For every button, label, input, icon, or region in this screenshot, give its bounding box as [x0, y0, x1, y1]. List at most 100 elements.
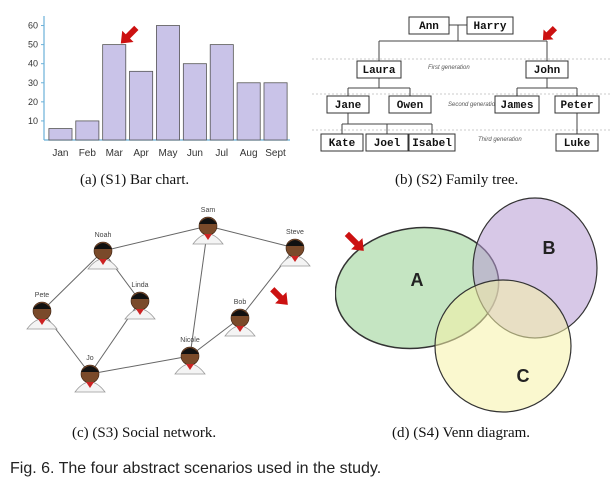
family-tree: First generation Second generation Third…: [312, 16, 612, 152]
person-noah: Noah: [87, 232, 119, 270]
tree-node-joel: Joel: [365, 133, 409, 152]
person-jo: Jo: [74, 355, 106, 393]
bar: [102, 44, 127, 141]
x-tick-label: Jul: [215, 148, 228, 159]
caption-bar-chart: (a) (S1) Bar chart.: [80, 172, 190, 188]
svg-text:Luke: Luke: [564, 138, 591, 150]
venn-set-c: [434, 279, 572, 413]
tree-node-john: John: [525, 60, 569, 79]
bar: [48, 128, 73, 141]
person-name-label: Noah: [95, 232, 112, 239]
person-hair-icon: [94, 243, 112, 249]
person-sam: Sam: [192, 207, 224, 245]
person-tie-icon: [99, 259, 107, 265]
generation-label-first: First generation: [428, 65, 470, 71]
svg-text:Owen: Owen: [397, 100, 423, 112]
tree-node-luke: Luke: [555, 133, 599, 152]
person-name-label: Bob: [234, 299, 247, 306]
svg-text:Harry: Harry: [473, 21, 506, 33]
person-tie-icon: [86, 382, 94, 388]
svg-text:Kate: Kate: [329, 138, 356, 150]
network-edge: [189, 225, 209, 357]
person-steve: Steve: [279, 229, 311, 267]
person-name-label: Linda: [131, 282, 148, 289]
network-edge: [41, 250, 104, 312]
bar: [209, 44, 234, 141]
person-tie-icon: [38, 319, 46, 325]
venn-panel: A B C: [334, 196, 610, 416]
svg-text:Isabel: Isabel: [412, 138, 452, 150]
svg-text:Laura: Laura: [362, 65, 395, 77]
bar: [236, 82, 261, 141]
person-hair-icon: [231, 310, 249, 316]
highlight-arrow-icon: [120, 25, 139, 44]
caption-family-tree: (b) (S2) Family tree.: [395, 172, 519, 188]
svg-text:Ann: Ann: [419, 21, 439, 33]
tree-node-kate: Kate: [320, 133, 364, 152]
tree-node-harry: Harry: [466, 16, 514, 35]
bar: [129, 70, 154, 141]
highlight-arrow-icon: [344, 231, 364, 251]
person-name-label: Pete: [35, 292, 50, 299]
network-edge: [102, 225, 209, 252]
bar: [263, 82, 288, 141]
caption-social-network: (c) (S3) Social network.: [72, 425, 217, 441]
x-tick-label: Feb: [79, 148, 97, 159]
y-tick-label: 20: [28, 97, 38, 107]
person-tie-icon: [186, 364, 194, 370]
network-edge: [239, 247, 296, 319]
highlight-arrow-icon: [270, 287, 288, 305]
person-tie-icon: [291, 256, 299, 262]
x-tick-label: Aug: [240, 148, 258, 159]
svg-text:Peter: Peter: [560, 100, 593, 112]
figure-caption: Fig. 6. The four abstract scenarios used…: [10, 460, 382, 477]
venn-label-b: B: [543, 238, 556, 258]
x-tick-label: Mar: [106, 148, 124, 159]
y-tick-label: 60: [28, 21, 38, 31]
person-hair-icon: [181, 348, 199, 354]
person-pete: Pete: [26, 292, 58, 330]
svg-text:James: James: [500, 100, 533, 112]
tree-connectors: [341, 24, 578, 134]
person-hair-icon: [286, 240, 304, 246]
bar: [156, 25, 180, 141]
venn-diagram: A B C: [334, 197, 598, 413]
person-hair-icon: [131, 293, 149, 299]
svg-text:Jane: Jane: [335, 100, 362, 112]
person-linda: Linda: [124, 282, 156, 320]
network-edge: [207, 225, 296, 249]
x-tick-label: May: [159, 148, 178, 159]
highlight-arrow-icon: [542, 25, 558, 41]
tree-node-laura: Laura: [356, 60, 402, 79]
x-tick-label: Jan: [52, 148, 68, 159]
x-tick-label: Sept: [265, 148, 286, 159]
y-tick-label: 50: [28, 40, 38, 50]
venn-label-c: C: [517, 366, 530, 386]
person-name-label: Nicole: [180, 337, 200, 344]
y-tick-label: 40: [28, 59, 38, 69]
caption-venn-diagram: (d) (S4) Venn diagram.: [392, 425, 531, 441]
network-edge: [89, 355, 191, 375]
svg-text:Joel: Joel: [374, 138, 401, 150]
family-tree-panel: First generation Second generation Third…: [312, 6, 612, 166]
person-hair-icon: [33, 303, 51, 309]
generation-label-second: Second generation: [448, 102, 499, 108]
tree-node-owen: Owen: [388, 95, 432, 114]
generation-label-third: Third generation: [478, 137, 522, 143]
person-tie-icon: [136, 309, 144, 315]
person-nicole: Nicole: [174, 337, 206, 375]
network-edge: [41, 310, 91, 375]
person-bob: Bob: [224, 299, 256, 337]
x-tick-label: Apr: [133, 148, 149, 159]
bar: [182, 63, 207, 141]
tree-node-isabel: Isabel: [408, 133, 456, 152]
tree-node-jane: Jane: [326, 95, 370, 114]
network-edge: [189, 317, 241, 357]
y-tick-label: 10: [28, 116, 38, 126]
person-name-label: Jo: [86, 355, 94, 362]
tree-node-ann: Ann: [408, 16, 450, 35]
